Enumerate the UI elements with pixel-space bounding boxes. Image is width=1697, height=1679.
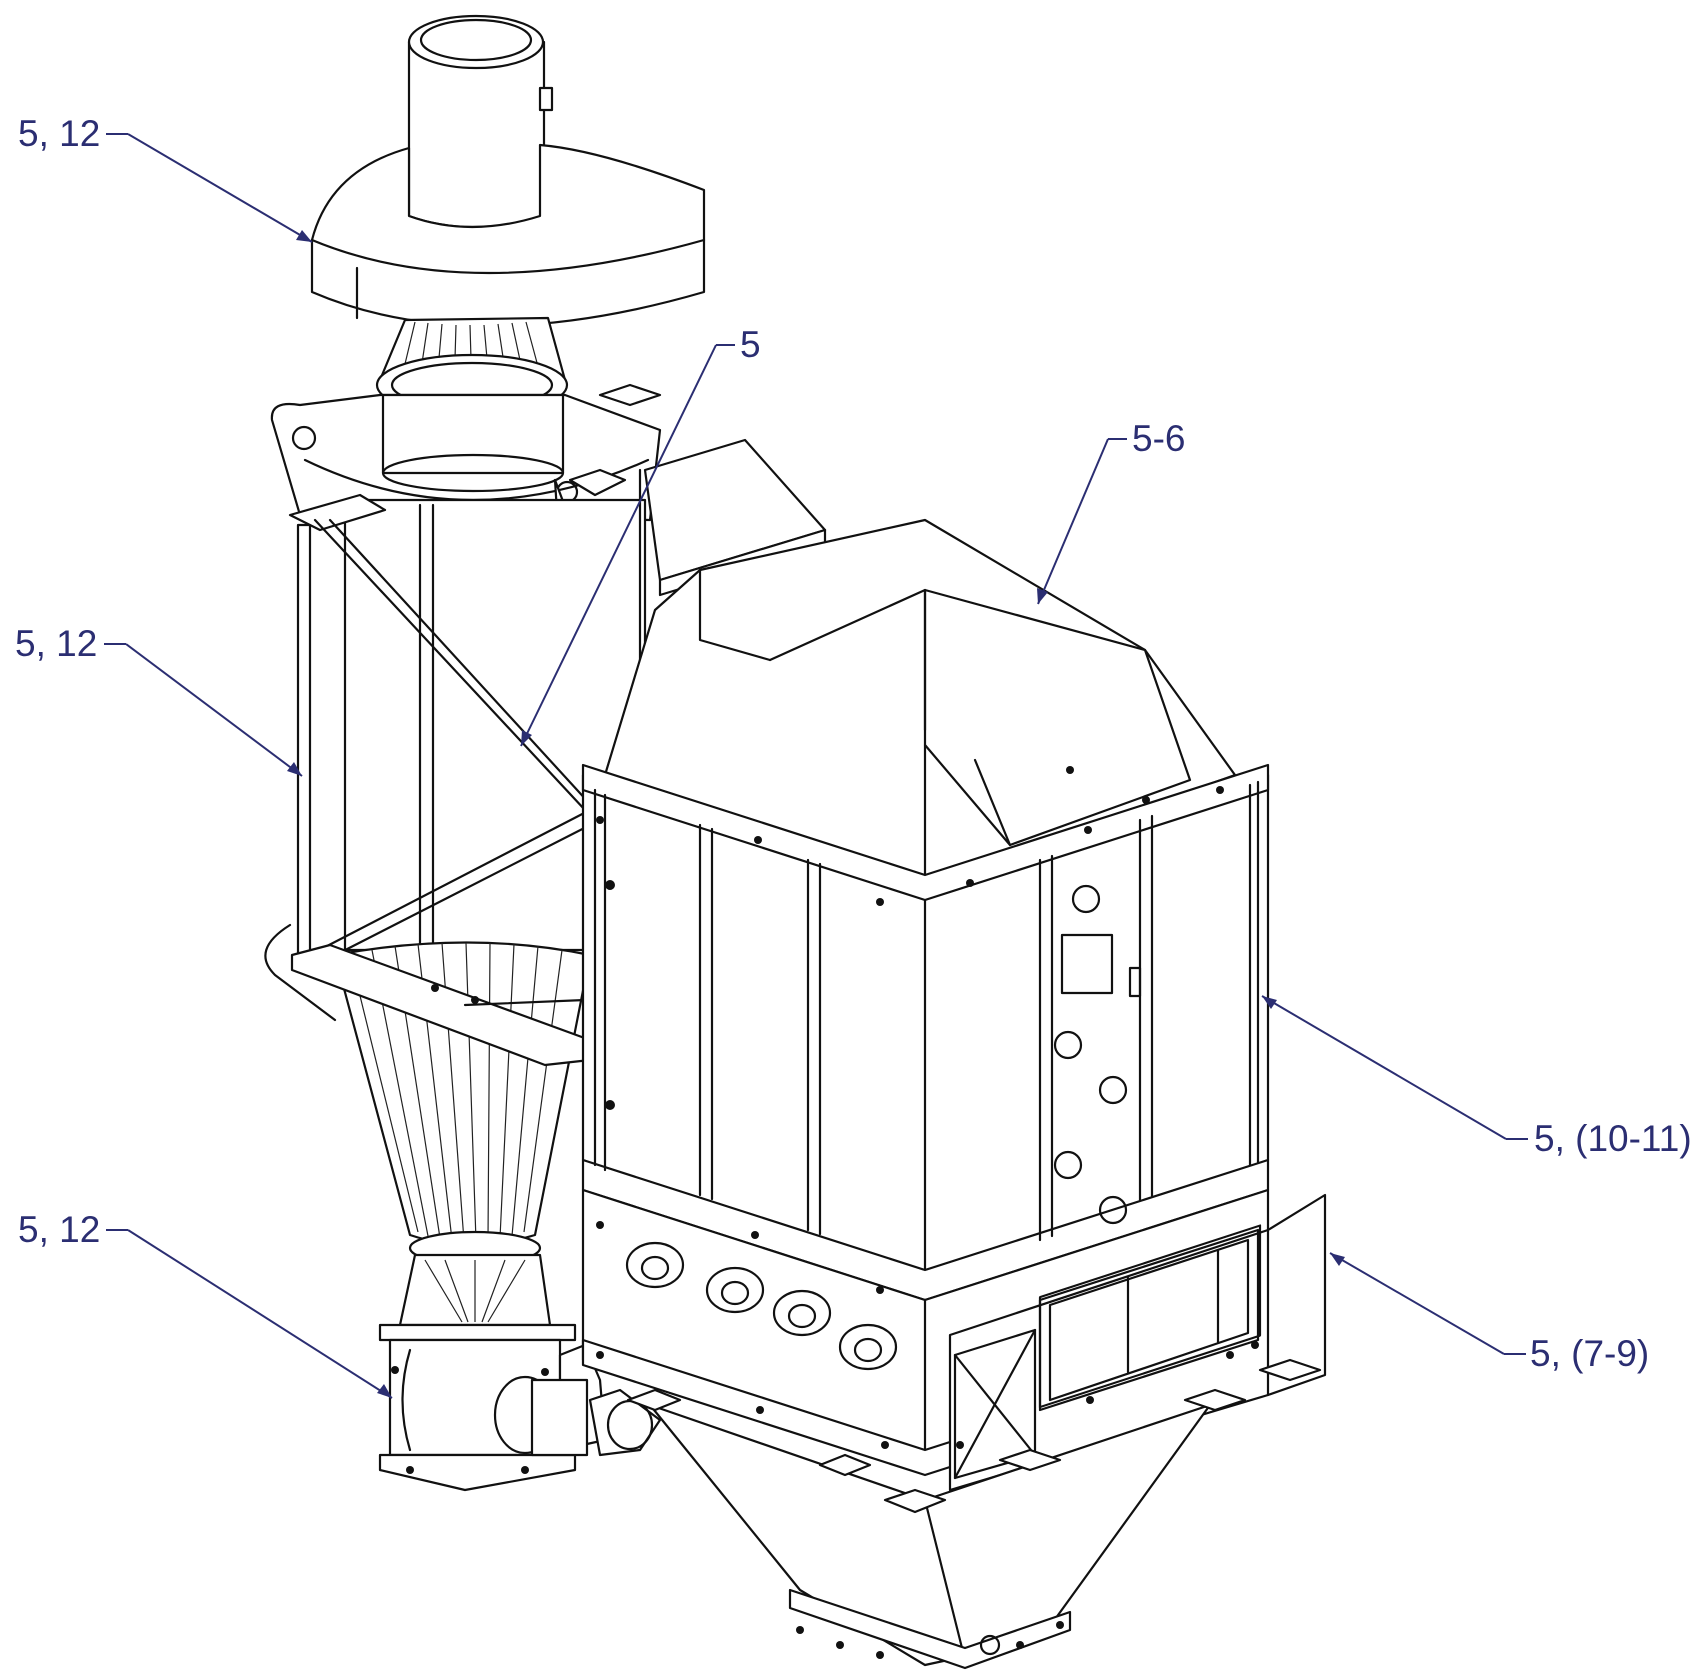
callout-label: 5, 12 [18,113,100,154]
callout-label: 5, 12 [18,1209,100,1250]
callout-fan-assembly: 5, 12 [18,113,313,243]
callout-label: 5, 12 [15,623,97,664]
callout-inlet-hood: 5-6 [1037,418,1185,605]
rotary-airlock-valve [378,1323,662,1492]
callout-filter-housing: 5, (10-11) [1261,995,1692,1159]
filter-housing [581,763,1270,1302]
callout-label: 5, (7-9) [1530,1333,1649,1374]
callout-cyclone-frame: 5, 12 [15,623,303,777]
callout-label: 5 [740,324,761,365]
fasteners [391,766,1259,1659]
mounting-feet [626,1358,1322,1514]
inlet-hood [603,518,1237,887]
callout-inlet-plenum: 5, (7-9) [1329,1252,1649,1374]
fan-motor [407,14,554,229]
callout-rotary-valve: 5, 12 [18,1209,393,1399]
callout-label: 5, (10-11) [1534,1118,1692,1159]
discharge-hopper [648,1403,1212,1670]
callout-label: 5-6 [1132,418,1185,459]
bearing-blocks [625,1241,898,1371]
support-frame [264,383,662,1067]
callout-brace: 5 [520,324,761,747]
inlet-plenum [948,1193,1327,1492]
